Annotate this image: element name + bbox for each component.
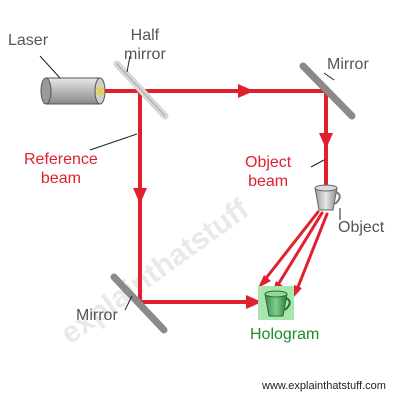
arrow-down-reference-beam (133, 188, 147, 204)
pointer-mirror-top (323, 72, 335, 81)
label-half-mirror: Half mirror (124, 26, 166, 64)
half-mirror (113, 60, 169, 120)
beam-arrows (133, 84, 333, 309)
hologram-plate (258, 286, 294, 320)
laser: ✕ (40, 77, 106, 105)
label-reference-line2: beam (40, 170, 81, 187)
laser-body (46, 78, 100, 104)
label-half-mirror-line1: Half (130, 27, 160, 44)
object-cup-icon (314, 184, 341, 211)
label-object-beam-line2: beam (248, 173, 289, 190)
label-object: Object (338, 219, 385, 236)
arrow-right-top (238, 84, 254, 98)
credit-url: www.explainthatstuff.com (262, 380, 386, 392)
laser-back-cap (40, 77, 52, 105)
scatter-beam-1 (261, 210, 320, 284)
label-hologram: Hologram (250, 326, 320, 343)
label-object-beam-line1: Object (245, 154, 292, 171)
arrow-right-bottom (246, 295, 262, 309)
scatter-beam-2 (274, 211, 324, 290)
arrow-scatter-3 (293, 285, 302, 298)
label-mirror-top: Mirror (327, 56, 369, 73)
label-laser: Laser (8, 32, 49, 49)
label-reference-line1: Reference (24, 151, 98, 168)
pointer-laser (39, 55, 61, 79)
watermark: explainthatstuff (55, 192, 256, 351)
pointer-half-mirror (126, 55, 131, 73)
laser-aperture-icon: ✕ (95, 84, 106, 99)
scatter-beam-3 (294, 212, 329, 294)
pointer-mirror-bottom (124, 295, 133, 311)
mirror-top-right (299, 62, 356, 120)
arrow-scatter-1 (258, 275, 271, 288)
label-half-mirror-line2: mirror (124, 46, 166, 63)
pointer-object-beam (310, 159, 325, 168)
label-reference-beam: Reference beam (24, 150, 98, 188)
label-mirror-bottom: Mirror (76, 307, 118, 324)
mirror-bottom-left (110, 273, 168, 334)
label-object-beam: Object beam (245, 153, 291, 191)
label-pointers (39, 55, 341, 311)
arrow-down-object-beam (319, 133, 333, 149)
pointer-reference-beam (89, 133, 138, 151)
